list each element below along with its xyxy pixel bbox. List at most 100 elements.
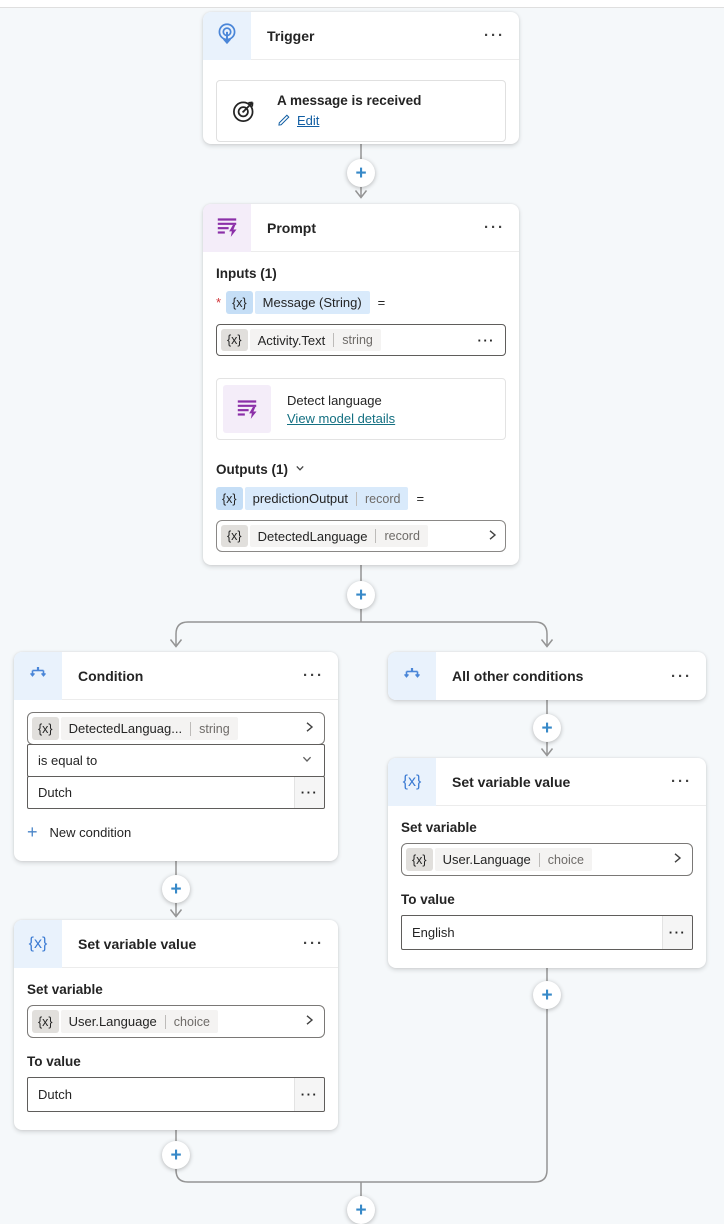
set-variable-left-variable-box[interactable]: {x} User.Language choice: [27, 1005, 325, 1038]
chevron-down-icon[interactable]: [294, 462, 306, 477]
trigger-node-title: Trigger: [267, 27, 315, 44]
set-variable-left-title: Set variable value: [78, 935, 197, 952]
set-variable-right-variable: User.Language choice: [434, 848, 592, 871]
prompt-input-value-box[interactable]: {x} Activity.Text string ···: [216, 324, 506, 356]
set-variable-left-value-field[interactable]: ···: [27, 1077, 325, 1112]
trigger-more-button[interactable]: ···: [484, 27, 505, 44]
prompt-node-title: Prompt: [267, 219, 316, 236]
model-icon-tile: [223, 385, 271, 433]
set-variable-left-value-input[interactable]: [28, 1087, 294, 1102]
new-condition-button[interactable]: + New condition: [27, 823, 325, 841]
chevron-right-icon[interactable]: [302, 1013, 316, 1030]
set-variable-right-value-field[interactable]: ···: [401, 915, 693, 950]
divider: [375, 529, 377, 543]
set-variable-right-value-more-button[interactable]: ···: [662, 916, 692, 949]
prompt-output-value: DetectedLanguage record: [249, 525, 428, 547]
add-node-after-prompt-button[interactable]: +: [347, 581, 375, 609]
divider: [164, 1014, 166, 1029]
set-variable-node-left[interactable]: {x} Set variable value ··· Set variable …: [14, 919, 338, 1130]
add-node-after-trigger-button[interactable]: +: [347, 159, 375, 187]
trigger-card-title: A message is received: [277, 92, 422, 108]
condition-node-title: Condition: [78, 667, 144, 684]
variable-token-icon: {x}: [402, 772, 422, 790]
chevron-right-icon[interactable]: [302, 720, 316, 737]
prompt-input-binding-row[interactable]: * {x} Message (String) =: [216, 291, 506, 314]
variable-token-icon: {x}: [406, 848, 433, 871]
add-node-after-merge-button[interactable]: +: [347, 1196, 375, 1224]
condition-node[interactable]: Condition ··· {x} DetectedLanguag... str…: [14, 651, 338, 861]
condition-value-more-button[interactable]: ···: [294, 777, 324, 808]
condition-more-button[interactable]: ···: [303, 667, 324, 684]
all-other-icon-tile: [388, 652, 436, 700]
add-node-in-else-branch-button[interactable]: +: [533, 714, 561, 742]
view-model-details-link[interactable]: View model details: [287, 410, 396, 426]
prompt-output-binding-row[interactable]: {x} predictionOutput record =: [216, 487, 506, 510]
condition-value-input[interactable]: [38, 785, 294, 800]
trigger-edit-row[interactable]: Edit: [277, 112, 421, 130]
all-other-conditions-header: All other conditions ···: [388, 652, 706, 700]
condition-operand-box[interactable]: {x} DetectedLanguag... string: [27, 712, 325, 745]
chevron-down-icon[interactable]: [300, 752, 314, 769]
equals-sign: =: [416, 491, 425, 506]
prompt-output-value-box[interactable]: {x} DetectedLanguage record: [216, 520, 506, 552]
set-variable-left-more-button[interactable]: ···: [303, 935, 324, 952]
prompt-icon: [214, 213, 240, 242]
trigger-edit-link[interactable]: Edit: [297, 113, 320, 128]
to-value-label: To value: [27, 1054, 81, 1069]
condition-value-field[interactable]: ···: [27, 776, 325, 809]
chevron-right-icon[interactable]: [485, 528, 499, 545]
model-card-title: Detect language: [287, 392, 382, 408]
trigger-activity-card[interactable]: A message is received Edit: [216, 80, 506, 142]
prompt-input-value: Activity.Text string: [249, 329, 381, 351]
set-variable-left-header: {x} Set variable value ···: [14, 919, 338, 968]
add-node-after-condition-button[interactable]: +: [162, 875, 190, 903]
prompt-inputs-label: Inputs (1): [216, 266, 277, 281]
prompt-more-button[interactable]: ···: [484, 219, 505, 236]
set-variable-left-value-more-button[interactable]: ···: [294, 1078, 324, 1111]
variable-token-icon: {x}: [216, 487, 243, 510]
prompt-outputs-header[interactable]: Outputs (1): [216, 462, 506, 477]
prompt-node[interactable]: Prompt ··· Inputs (1) * {x} Message (Str…: [203, 203, 519, 565]
set-variable-left-variable: User.Language choice: [60, 1010, 218, 1033]
branch-icon: [26, 662, 50, 689]
condition-operator-value: is equal to: [38, 753, 98, 768]
new-condition-label: New condition: [49, 824, 132, 840]
all-other-conditions-node[interactable]: All other conditions ···: [388, 652, 706, 700]
set-variable-label: Set variable: [27, 982, 103, 997]
add-node-after-set-variable-right-button[interactable]: +: [533, 981, 561, 1009]
input-value-more-button[interactable]: ···: [477, 332, 495, 348]
all-other-conditions-title: All other conditions: [452, 668, 584, 684]
prompt-model-card: Detect language View model details: [216, 378, 506, 440]
trigger-node[interactable]: Trigger ··· A message is received: [203, 11, 519, 144]
prompt-outputs-label: Outputs (1): [216, 462, 288, 477]
target-icon: [231, 96, 259, 127]
set-variable-node-right[interactable]: {x} Set variable value ··· Set variable …: [388, 757, 706, 968]
variable-token-icon: {x}: [28, 934, 48, 952]
divider: [333, 333, 335, 347]
set-variable-icon-tile: {x}: [388, 757, 436, 806]
condition-operator-select[interactable]: is equal to: [27, 744, 325, 777]
prompt-node-header: Prompt ···: [203, 203, 519, 252]
pencil-icon: [277, 112, 292, 130]
divider: [190, 721, 192, 736]
canvas-top-divider: [0, 7, 724, 8]
prompt-icon-tile: [203, 203, 251, 252]
divider: [538, 852, 540, 867]
trigger-icon-tile: [203, 11, 251, 60]
set-variable-right-value-input[interactable]: [402, 925, 662, 940]
prompt-input-name: Message (String): [254, 291, 370, 314]
to-value-label: To value: [401, 892, 455, 907]
trigger-icon: [214, 21, 240, 50]
add-node-after-set-variable-left-button[interactable]: +: [162, 1141, 190, 1169]
set-variable-right-header: {x} Set variable value ···: [388, 757, 706, 806]
condition-operand: DetectedLanguag... string: [60, 717, 238, 740]
trigger-node-header: Trigger ···: [203, 11, 519, 60]
condition-node-header: Condition ···: [14, 651, 338, 700]
branch-icon: [400, 663, 424, 690]
set-variable-right-variable-box[interactable]: {x} User.Language choice: [401, 843, 693, 876]
set-variable-right-title: Set variable value: [452, 773, 571, 790]
set-variable-right-more-button[interactable]: ···: [671, 773, 692, 790]
condition-icon-tile: [14, 651, 62, 700]
chevron-right-icon[interactable]: [670, 851, 684, 868]
all-other-more-button[interactable]: ···: [671, 667, 692, 685]
